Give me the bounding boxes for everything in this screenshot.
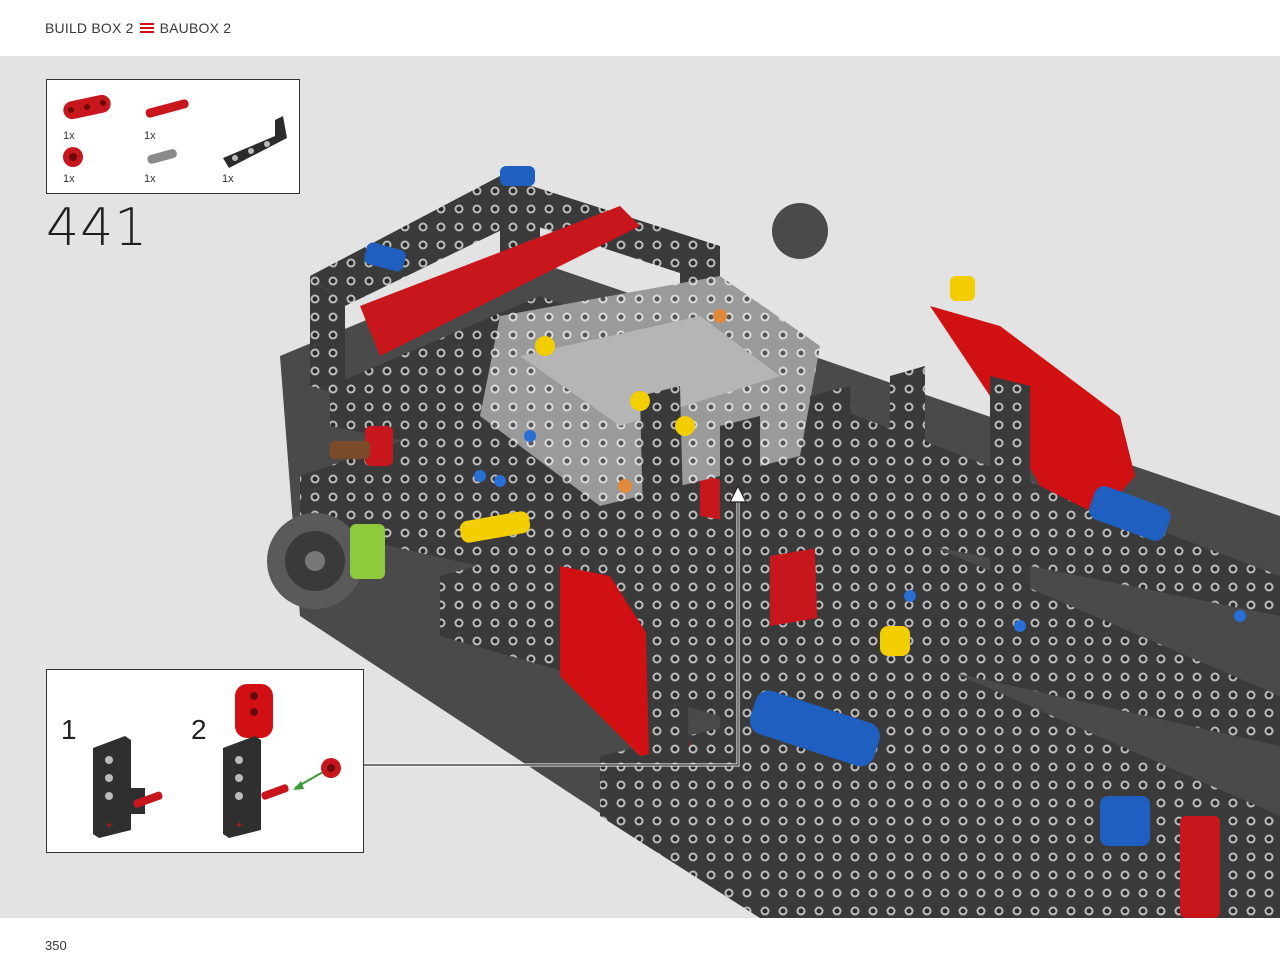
part-quantity: 1x bbox=[144, 173, 156, 185]
sub-step-label: 1 bbox=[61, 714, 77, 745]
page-header: BUILD BOX 2 BAUBOX 2 bbox=[0, 0, 1280, 56]
sub-assembly-box: 1 2 + + bbox=[46, 669, 364, 853]
part-quantity: 1x bbox=[63, 173, 75, 185]
red-beam-3-part bbox=[63, 94, 111, 120]
sub-step-1-model: + bbox=[93, 736, 163, 838]
instruction-canvas bbox=[0, 56, 1280, 918]
parts-illustration bbox=[63, 94, 287, 168]
sub-step-label: 2 bbox=[191, 714, 207, 745]
triple-line-icon bbox=[139, 23, 154, 33]
parts-list-box: 1x 1x 1x 1x 1x bbox=[46, 79, 300, 194]
part-quantity: 1x bbox=[144, 130, 156, 142]
step-number: 441 bbox=[46, 198, 149, 258]
svg-text:+: + bbox=[235, 820, 243, 831]
part-quantity: 1x bbox=[222, 173, 234, 185]
header-title: BUILD BOX 2 BAUBOX 2 bbox=[45, 20, 231, 36]
sub-assembly-illustration: + + bbox=[93, 684, 341, 838]
header-left-title: BUILD BOX 2 bbox=[45, 20, 134, 36]
black-angled-beam-part bbox=[223, 116, 287, 168]
svg-text:+: + bbox=[105, 820, 113, 831]
page-footer bbox=[0, 918, 1280, 973]
page-number: 350 bbox=[45, 938, 67, 953]
sub-step-2-model: + bbox=[223, 684, 341, 838]
part-quantity: 1x bbox=[63, 130, 75, 142]
red-bush-part bbox=[63, 147, 83, 167]
red-axle-pin-part bbox=[145, 99, 189, 118]
header-right-title: BAUBOX 2 bbox=[159, 20, 232, 36]
grey-axle-pin-part bbox=[147, 149, 177, 164]
